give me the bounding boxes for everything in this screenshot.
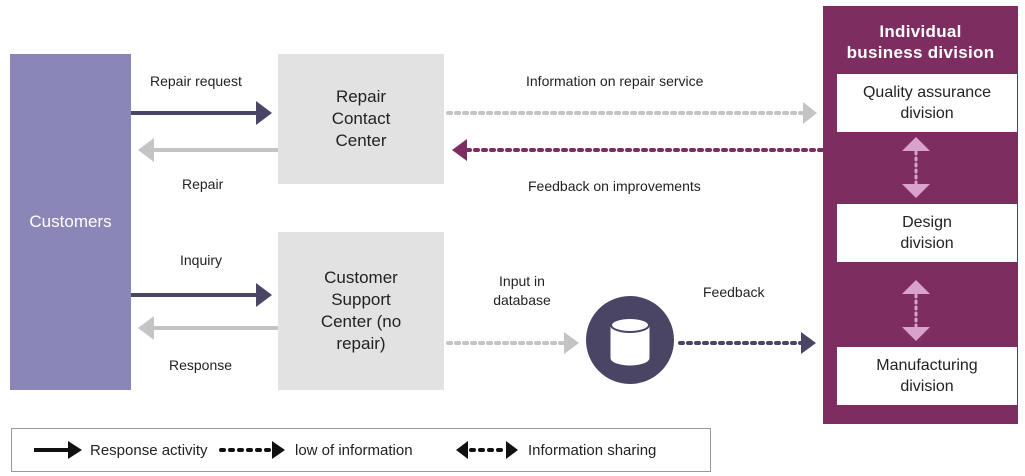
support-center-line-3: Center (no [320,312,402,331]
design-division-line-2: division [900,235,954,252]
legend-flow-of-information: low of information [217,429,413,471]
repair-label: Repair [182,176,224,192]
feedback-on-improvements-arrow [452,139,824,161]
database-icon [586,296,674,384]
info-sharing-design-manufacturing-arrow [902,280,930,341]
double-dotted-arrow-icon [456,441,518,459]
input-in-database-arrow [446,332,579,354]
quality-assurance-division-box: Quality assurance division [837,74,1017,132]
qa-division-line-1: Quality assurance [862,84,992,101]
legend-response-activity: Response activity [32,429,208,471]
support-center-line-1: Customer [324,268,398,287]
customers-label: Customers [29,212,112,231]
legend-flow-of-information-label: low of information [295,441,413,459]
input-in-database-line-1: Input in [499,273,545,289]
feedback-arrow [678,332,816,354]
input-in-database-line-2: database [493,292,551,308]
qa-division-line-2: division [900,105,954,122]
info-on-repair-service-arrow [446,102,817,124]
manufacturing-division-box: Manufacturing division [837,347,1017,405]
manufacturing-division-line-1: Manufacturing [876,357,978,374]
inquiry-label: Inquiry [180,252,223,268]
customer-support-center-box: Customer Support Center (no repair) [278,232,444,390]
repair-request-label: Repair request [150,73,242,89]
repair-center-line-3: Center [335,131,387,150]
input-in-database-label: Input in database [487,272,557,310]
legend: Response activity low of information Inf… [11,428,711,472]
repair-contact-center-box: Repair Contact Center [278,54,444,184]
division-title-line-1: Individual [879,22,962,41]
division-title-line-2: business division [846,43,995,62]
info-sharing-qa-design-arrow [902,137,930,198]
inquiry-arrow [131,283,272,307]
info-on-repair-service-label: Information on repair service [526,73,704,89]
legend-information-sharing: Information sharing [454,429,656,471]
repair-request-arrow [131,101,272,125]
repair-arrow [138,138,278,162]
design-division-box: Design division [837,204,1017,262]
dotted-arrow-icon [219,441,285,459]
feedback-on-improvements-label: Feedback on improvements [528,178,701,194]
repair-center-line-1: Repair [335,87,387,106]
solid-arrow-icon [34,441,82,459]
response-arrow [138,316,278,340]
repair-center-line-2: Contact [331,109,391,128]
manufacturing-division-line-2: division [900,378,954,395]
feedback-label: Feedback [703,284,765,300]
legend-response-activity-label: Response activity [90,441,208,459]
response-label: Response [169,357,233,373]
legend-information-sharing-label: Information sharing [528,441,657,459]
customers-block: Customers [10,54,131,390]
division-title: Individual business division [823,21,1018,63]
support-center-line-2: Support [331,290,391,309]
design-division-line-1: Design [902,214,952,231]
support-center-line-4: repair) [336,334,386,353]
